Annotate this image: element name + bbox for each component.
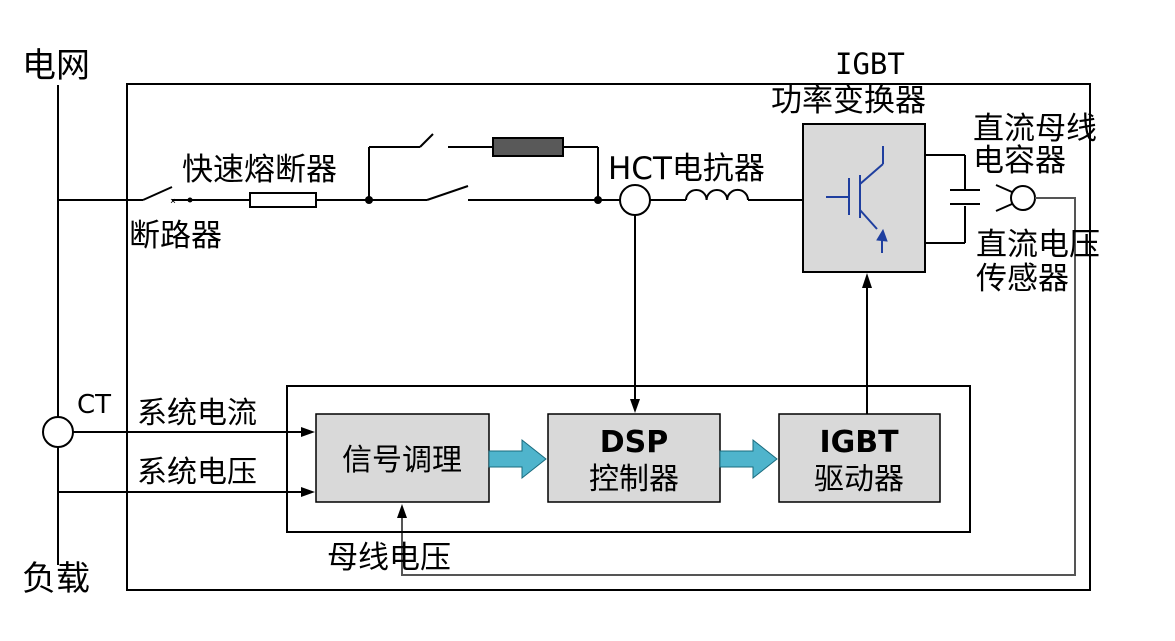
arrow-head bbox=[301, 487, 315, 497]
main-power-line bbox=[58, 133, 803, 201]
flow-arrow bbox=[488, 438, 547, 480]
signal-conditioning-block bbox=[315, 413, 490, 503]
bypass-resistor-icon bbox=[492, 137, 564, 157]
dc-bus-capacitor-label-1: 直流母线 bbox=[973, 111, 1097, 147]
igbt-text: IGBT bbox=[819, 425, 899, 460]
control-unit-box bbox=[286, 385, 971, 533]
arrow-head bbox=[397, 504, 407, 518]
hct-reactor-label: HCT电抗器 bbox=[608, 151, 765, 187]
arrow-head bbox=[862, 273, 872, 288]
dc-voltage-sensor-label-1: 直流电压 bbox=[976, 227, 1100, 263]
ct-label: CT bbox=[77, 390, 111, 420]
igbt-power-converter-box bbox=[802, 123, 926, 273]
breaker-label: 断路器 bbox=[129, 218, 222, 254]
power-converter-label: 功率变换器 bbox=[771, 83, 926, 119]
igbt-symbol-icon bbox=[826, 146, 888, 253]
flow-arrow bbox=[719, 438, 778, 480]
sensor-lead bbox=[995, 184, 1013, 193]
arrow-head bbox=[630, 399, 640, 413]
breaker-x-icon: × bbox=[170, 196, 176, 207]
dsp-controller-text: 控制器 bbox=[589, 462, 679, 497]
load-label: 负载 bbox=[22, 559, 90, 599]
system-voltage-label: 系统电压 bbox=[137, 455, 257, 490]
dsp-controller-block bbox=[547, 413, 721, 503]
dc-voltage-sensor-icon bbox=[1010, 185, 1036, 211]
fast-fuse-label: 快速熔断器 bbox=[182, 152, 337, 188]
dsp-text: DSP bbox=[600, 425, 669, 460]
grid-label: 电网 bbox=[22, 46, 90, 86]
sensor-lead bbox=[995, 203, 1013, 212]
ct-sensor-icon bbox=[42, 416, 74, 448]
dc-voltage-sensor-label-2: 传感器 bbox=[976, 261, 1069, 297]
fast-fuse-icon bbox=[249, 192, 317, 208]
breaker-contact bbox=[187, 197, 193, 203]
igbt-driver-block bbox=[778, 413, 941, 503]
dc-bus-wiring bbox=[925, 154, 966, 244]
bus-voltage-feedback-line bbox=[401, 197, 1076, 576]
bus-voltage-label: 母线电压 bbox=[327, 540, 451, 576]
junction-dot bbox=[365, 196, 373, 204]
reactor-inductor-icon bbox=[685, 188, 749, 201]
signal-conditioning-text: 信号调理 bbox=[342, 443, 462, 478]
junction-dot bbox=[594, 196, 602, 204]
system-current-label: 系统电流 bbox=[137, 396, 257, 431]
igbt-driver-text: 驱动器 bbox=[814, 462, 904, 497]
hct-sensor-icon bbox=[619, 184, 651, 216]
igbt-title-label: IGBT bbox=[835, 47, 905, 81]
dc-bus-capacitor-label-2: 电容器 bbox=[973, 143, 1066, 179]
arrow-head bbox=[301, 427, 315, 437]
device-enclosure bbox=[126, 83, 1091, 591]
